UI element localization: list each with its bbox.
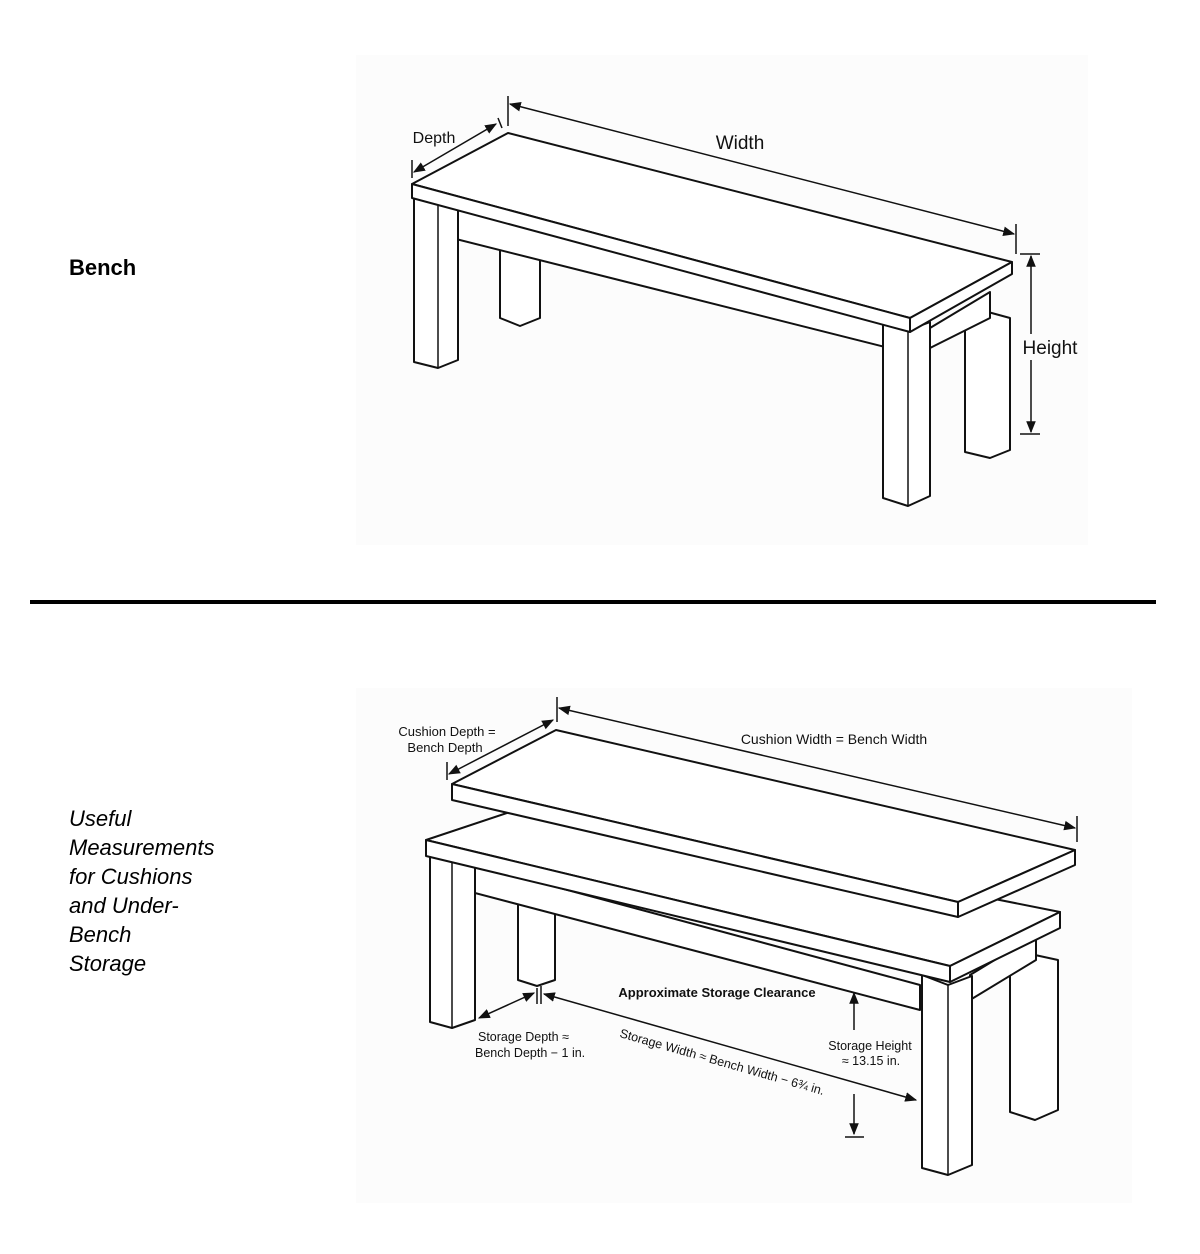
cushion-width-label: Cushion Width = Bench Width [741, 731, 927, 747]
measurements-section-title: Useful Measurements for Cushions and Und… [69, 806, 215, 976]
section-divider [30, 600, 1156, 604]
bench-front-right-leg [882, 319, 931, 507]
bench-seat-side-edge [909, 261, 1013, 333]
storage-depth-label-line1: Storage Depth ≈ [478, 1030, 569, 1044]
cushion-width-dimension: Cushion Width = Bench Width [556, 697, 1078, 842]
height-dimension: Height [1020, 253, 1079, 435]
storage-height-dimension: Storage Height ≈ 13.15 in. [828, 991, 912, 1138]
storage-height-label-line1: Storage Height [828, 1039, 912, 1053]
bench-section-title: Bench [69, 255, 137, 280]
depth-dimension: Depth [411, 117, 503, 178]
storage-height-label-line2: ≈ 13.15 in. [842, 1054, 900, 1068]
width-label: Width [716, 133, 765, 154]
bench-back-left-leg [499, 247, 541, 327]
height-label: Height [1023, 338, 1079, 359]
bench-front-right-leg [921, 974, 973, 1176]
bench-back-right-leg [1009, 954, 1059, 1121]
bench-front-left-leg [413, 197, 459, 369]
width-dimension: Width [507, 96, 1017, 254]
storage-clearance-label: Approximate Storage Clearance [618, 985, 815, 1000]
bench-back-right-leg [964, 311, 1011, 459]
cushion-depth-dimension: Cushion Depth = Bench Depth [398, 719, 555, 780]
depth-label: Depth [413, 130, 456, 147]
cushion-depth-label-line2: Bench Depth [407, 740, 482, 755]
cushion-depth-label-line1: Cushion Depth = [398, 724, 495, 739]
cushion-side-edge [957, 849, 1076, 918]
bench-seat-side-edge [949, 911, 1061, 983]
storage-depth-label-line2: Bench Depth − 1 in. [475, 1046, 585, 1060]
